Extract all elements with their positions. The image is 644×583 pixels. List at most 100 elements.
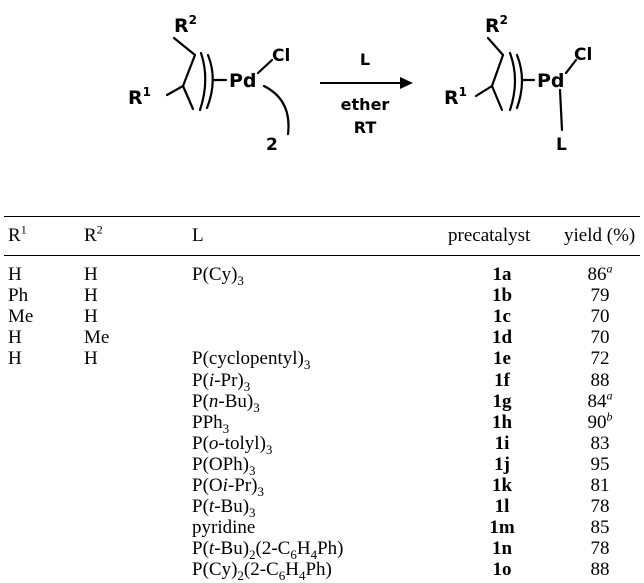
cell-r2 [80, 391, 188, 412]
ligand-fragment: -tolyl) [218, 432, 266, 454]
yield-value: 70 [590, 327, 610, 349]
ligand-fragment: t [208, 496, 215, 518]
reactant-pd-label: Pd [229, 70, 257, 92]
cell-yield: 79 [560, 285, 640, 306]
ligand-fragment: P( [192, 538, 209, 560]
cell-precatalyst: 1c [493, 306, 511, 328]
cell-yield: 84a [560, 388, 640, 412]
product-pd-label: Pd [537, 70, 565, 92]
header-r1: R1 [8, 222, 27, 246]
cell-ligand [188, 327, 444, 348]
cell-yield: 86a [560, 256, 640, 286]
footnote-marker: a [606, 261, 613, 276]
table-row: H H P(cyclopentyl)3 1e 72 [4, 348, 640, 373]
cell-r1 [4, 433, 80, 454]
cell-yield: 81 [560, 475, 640, 496]
cell-ligand [188, 285, 444, 306]
reactant-cl-label: Cl [272, 46, 290, 66]
cell-r2 [80, 475, 188, 496]
solvent-label: ether [341, 95, 390, 114]
cell-yield: 88 [560, 369, 640, 391]
ligand-fragment: H [296, 538, 311, 560]
ligand-fragment: 3 [257, 483, 264, 499]
ligand-fragment: t [208, 538, 215, 560]
yield-value: 81 [590, 474, 610, 496]
cell-precatalyst: 1e [493, 348, 511, 370]
ligand-fragment: 3 [303, 357, 311, 373]
cell-r2: H [84, 306, 98, 328]
cell-precatalyst: 1j [494, 453, 510, 475]
ligand-fragment: H [285, 559, 299, 581]
cell-r2 [80, 496, 188, 517]
cell-ligand: P(Cy)2(2-C6H4Ph) [188, 559, 444, 582]
cell-r2: Me [84, 327, 110, 349]
ligand-fragment: P(Cy) [192, 559, 238, 581]
reactant-r1-label: R1 [128, 85, 151, 109]
ligand-fragment: P(Cy) [192, 264, 238, 286]
ligand-fragment: Ph) [317, 538, 344, 560]
reactant-structure [165, 36, 290, 136]
yield-value: 83 [590, 432, 610, 454]
cell-r2: H [84, 348, 98, 370]
cell-r1 [4, 538, 80, 559]
ligand-fragment: -Bu) [218, 390, 254, 412]
cell-precatalyst: 1d [491, 327, 513, 349]
cell-yield: 70 [560, 327, 640, 348]
ligand-fragment: -Pr) [214, 369, 244, 391]
cell-r1 [4, 517, 80, 538]
cell-ligand: P(Oi-Pr)3 [188, 474, 444, 499]
temperature-label: RT [354, 118, 377, 137]
ligand-fragment: o [208, 432, 219, 454]
cell-ligand [188, 306, 444, 327]
ligand-fragment: -Bu) [214, 496, 250, 518]
cell-precatalyst: 1m [489, 517, 515, 539]
cell-r1 [4, 412, 80, 433]
cell-ligand: P(o-tolyl)3 [188, 432, 444, 456]
yield-value: 90 [587, 411, 607, 433]
product-r2-label: R2 [485, 13, 508, 37]
cell-r2 [80, 433, 188, 454]
ligand-fragment: P( [192, 432, 209, 454]
cell-r1 [4, 559, 80, 580]
cell-r2: H [84, 264, 98, 286]
ligand-fragment: P( [192, 390, 209, 412]
yield-value: 84 [587, 390, 607, 412]
cell-precatalyst: 1b [491, 285, 513, 307]
ligand-fragment: -Pr) [227, 474, 258, 496]
cell-yield: 72 [560, 348, 640, 369]
yield-value: 78 [590, 496, 610, 518]
ligand-fragment: pyridine [192, 517, 256, 539]
cell-r1: H [8, 264, 22, 286]
ligand-fragment: P(cyclopentyl) [192, 348, 304, 370]
cell-ligand: P(t-Bu)3 [188, 496, 444, 519]
footnote-marker: a [606, 388, 613, 403]
ligand-fragment: P( [192, 369, 209, 391]
cell-ligand: P(OPh)3 [188, 454, 444, 477]
yield-value: 95 [590, 453, 610, 475]
cell-yield: 95 [560, 454, 640, 475]
header-yield: yield (%) [564, 225, 636, 246]
cell-r2 [80, 559, 188, 580]
ligand-fragment: Ph) [305, 559, 332, 581]
cell-r1 [4, 391, 80, 412]
cell-yield: 70 [560, 306, 640, 327]
cell-precatalyst: 1g [492, 390, 512, 412]
cell-ligand: P(i-Pr)3 [188, 369, 444, 393]
cell-yield: 88 [560, 559, 640, 580]
cell-r1 [4, 475, 80, 496]
table-header-row: R1 R2 L precatalyst yield (%) [4, 216, 640, 256]
ligand-fragment: PPh [192, 411, 223, 433]
reaction-arrow [320, 77, 413, 89]
yield-value: 88 [590, 559, 610, 581]
cell-r1: H [8, 348, 22, 370]
cell-precatalyst: 1n [491, 538, 513, 560]
cell-precatalyst: 1f [494, 369, 510, 391]
cell-precatalyst: 1h [491, 411, 513, 433]
table-row: P(OPh)3 1j 95 [4, 453, 640, 477]
cell-r2 [80, 538, 188, 559]
